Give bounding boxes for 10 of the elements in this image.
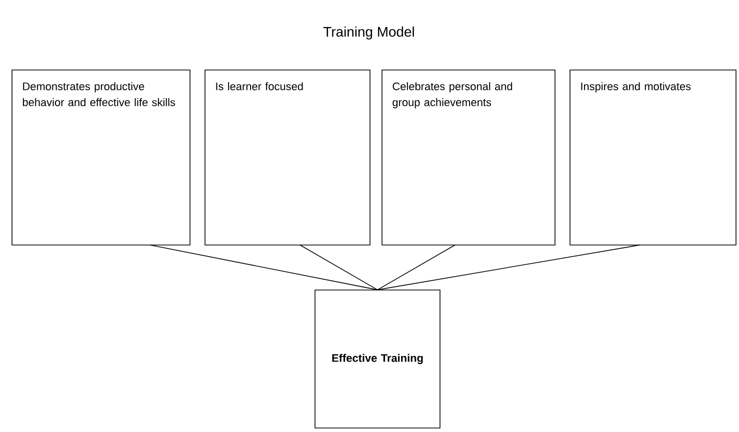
title: Training Model [323, 26, 414, 40]
connector-line [300, 244, 378, 290]
trait-box: Inspires and motivates [570, 70, 736, 246]
connector-line [377, 244, 640, 290]
connector-line [150, 244, 378, 290]
trait-box: Celebrates personal and group achievements [382, 70, 556, 246]
connector-line [377, 244, 456, 290]
trait-box: Demonstrates productive behavior and effective life skills [12, 70, 190, 246]
trait-box: Is learner focused [204, 70, 370, 246]
result-box: Effective Training [314, 290, 440, 428]
